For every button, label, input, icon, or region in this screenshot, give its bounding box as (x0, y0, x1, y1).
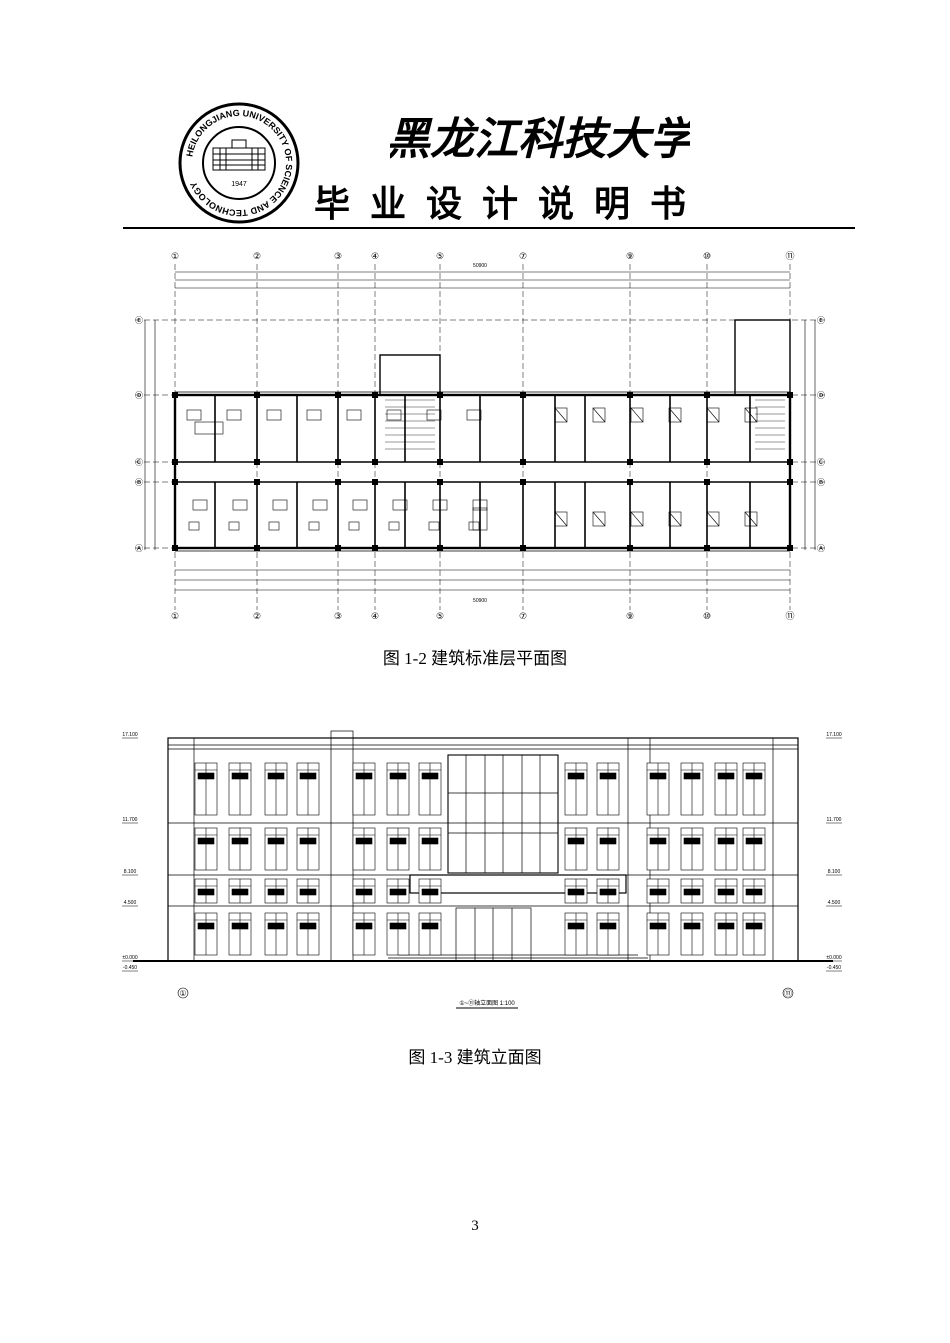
elevation-level-label: 17.100 (826, 732, 842, 738)
plan-row-label: Ⓑ (817, 478, 825, 487)
plan-row-label: Ⓐ (135, 544, 143, 553)
plan-axis-label: ⑩ (703, 611, 711, 621)
figure-caption-elevation: 图 1-3 建筑立面图 (408, 1048, 542, 1067)
page-number: 3 (471, 1218, 479, 1234)
plan-row-label: Ⓔ (135, 316, 143, 325)
elevation-level-label: 8.100 (828, 869, 841, 875)
elevation-level-label: 4.500 (828, 900, 841, 906)
plan-total-dimension-bottom: 50900 (473, 598, 487, 604)
plan-axis-label: ③ (334, 611, 342, 621)
plan-axis-label: ③ (334, 251, 342, 261)
plan-axis-label: ⑤ (436, 611, 444, 621)
plan-axis-label: ⑨ (626, 611, 634, 621)
elev-axis-right: ⑪ (784, 989, 792, 998)
elevation-level-label: -0.450 (827, 965, 841, 971)
university-seal-logo: HEILONGJIANG UNIVERSITY OF SCIENCE AND T… (178, 102, 300, 224)
floor-plan-drawing: ① ② ③ ④ ⑤ ⑦ ⑨ ⑩ ⑪ ① ② ③ ④ ⑤ ⑦ ⑨ ⑩ ⑪ Ⓔ Ⓔ Ⓓ Ⓓ Ⓒ Ⓒ Ⓑ Ⓑ Ⓐ Ⓐ 50900 509… (135, 250, 825, 625)
elevation-title: ①~⑪轴立面图 1:100 (459, 999, 515, 1007)
plan-axis-label: ⑨ (626, 251, 634, 261)
document-title: 毕业设计说明书 (313, 184, 706, 225)
elevation-level-label: ±0.000 (122, 955, 137, 961)
elevation-level-label: -0.450 (123, 965, 137, 971)
plan-axis-label: ⑤ (436, 251, 444, 261)
elevation-level-label: 11.700 (123, 817, 138, 823)
elevation-level-label: ±0.000 (826, 955, 841, 961)
svg-text:1947: 1947 (231, 181, 247, 188)
university-name: 黑龙江科技大学 (390, 114, 690, 165)
plan-row-label: Ⓔ (817, 316, 825, 325)
elev-axis-left: ① (179, 989, 186, 998)
header-divider (123, 227, 855, 229)
plan-axis-label: ⑪ (785, 251, 794, 261)
plan-row-label: Ⓓ (135, 391, 143, 400)
plan-axis-label: ② (253, 251, 261, 261)
plan-axis-label: ① (171, 611, 179, 621)
plan-row-label: Ⓐ (817, 544, 825, 553)
elevation-level-label: 8.100 (124, 869, 137, 875)
plan-axis-label: ⑪ (785, 611, 794, 621)
university-name-calligraphy: 黑龙江科技大学 (386, 106, 700, 170)
plan-row-label: Ⓑ (135, 478, 143, 487)
elevation-drawing: 17.100 17.100 11.700 11.700 8.100 8.100 4.500 4… (118, 683, 848, 1018)
elevation-level-label: 4.500 (124, 900, 137, 906)
plan-axis-label: ② (253, 611, 261, 621)
plan-axis-label: ⑦ (519, 251, 527, 261)
plan-axis-label: ④ (371, 611, 379, 621)
plan-axis-label: ⑩ (703, 251, 711, 261)
plan-axis-label: ① (171, 251, 179, 261)
plan-axis-label: ⑦ (519, 611, 527, 621)
elevation-level-label: 11.700 (827, 817, 842, 823)
plan-total-dimension-top: 50900 (473, 263, 487, 269)
figure-caption-plan: 图 1-2 建筑标准层平面图 (382, 649, 568, 668)
plan-row-label: Ⓓ (817, 391, 825, 400)
plan-row-label: Ⓒ (817, 458, 825, 467)
elevation-level-label: 17.100 (122, 732, 138, 738)
plan-row-label: Ⓒ (135, 458, 143, 467)
plan-axis-label: ④ (371, 251, 379, 261)
